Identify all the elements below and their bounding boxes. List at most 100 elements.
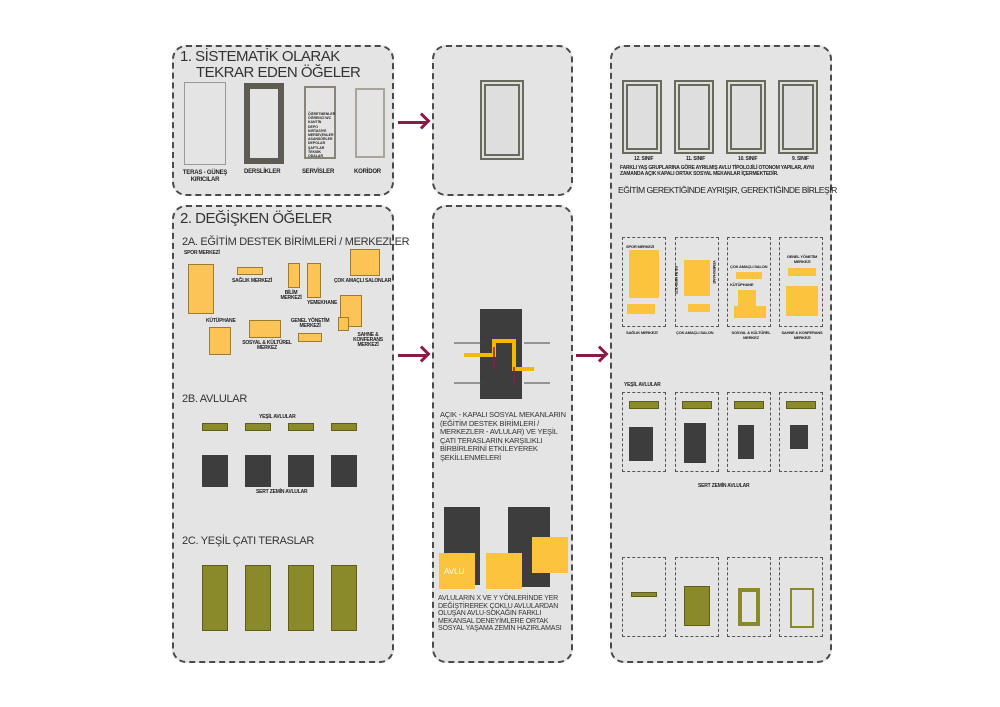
grade-block: [726, 80, 766, 154]
green-roof: [245, 565, 271, 631]
courtyard: [486, 553, 522, 589]
interaction-text: AÇIK - KAPALI SOSYAL MEKANLARIN (EĞİTİM …: [440, 410, 566, 462]
court-block: [779, 392, 823, 472]
hard-court: [288, 455, 314, 487]
panel-variable-elements: 2. DEĞİŞKEN ÖĞELER 2A. EĞİTİM DESTEK BİR…: [172, 205, 410, 663]
unit-label: SPOR MERKEZİ: [184, 250, 220, 256]
block-label: ÇOK AMAÇLI SALON: [676, 330, 714, 335]
panel-composition: 12. SINIF 11. SINIF 10. SINIF 9. SINIF F…: [610, 45, 837, 663]
terrace-shape: [184, 82, 226, 165]
grade-label: 12. SINIF: [634, 156, 654, 162]
green-courts-label: YEŞİL AVLULAR: [624, 382, 661, 388]
unit-dining: [307, 263, 321, 298]
classroom-unit-shape: [480, 80, 524, 160]
hard-court: [245, 455, 271, 487]
grade-block: [622, 80, 662, 154]
unit-label: KÜTÜPHANE: [206, 318, 236, 324]
unit-social: [249, 320, 281, 338]
yellow-mass: [734, 306, 766, 318]
roof-block: [727, 557, 771, 637]
courtyard-avlu: AVLU: [439, 553, 475, 589]
section1-title-1: 1. SİSTEMATİK OLARAK: [180, 48, 340, 65]
unit-label: SAHNE & KONFERANS MERKEZİ: [353, 332, 383, 348]
corridor-shape: [355, 88, 385, 158]
yellow-mass: [688, 304, 710, 312]
grade-label: 10. SINIF: [738, 156, 758, 162]
label-corridor: KORİDOR: [354, 169, 381, 175]
yellow-mass: [629, 250, 659, 298]
unit-label: SAĞLIK MERKEZİ: [232, 278, 272, 284]
unit-label: BİLİM MERKEZİ: [280, 290, 302, 301]
green-courts-label: YEŞİL AVLULAR: [259, 414, 296, 420]
green-court: [331, 423, 357, 431]
hard-court: [202, 455, 228, 487]
block-label: YEMEKHANE: [712, 260, 717, 284]
roof-block: [675, 557, 719, 637]
yellow-mass: [736, 272, 762, 279]
unit-science: [288, 263, 300, 288]
block-3: ÇOK AMAÇLI SALON KÜTÜPHANE: [727, 237, 771, 327]
hard-courts-label: SERT ZEMİN AVLULAR: [256, 489, 308, 495]
yellow-mass: [788, 268, 816, 276]
slogan: EĞİTİM GEREKTİĞİNDE AYRIŞIR, GEREKTİĞİND…: [618, 185, 837, 195]
panel-interaction: AÇIK - KAPALI SOSYAL MEKANLARIN (EĞİTİM …: [432, 205, 573, 663]
grade-block: [778, 80, 818, 154]
block-label: KÜTÜPHANE: [730, 282, 754, 287]
section2-title: 2. DEĞİŞKEN ÖĞELER: [180, 210, 332, 227]
subtitle-2c: 2C. YEŞİL ÇATI TERASLAR: [182, 535, 315, 547]
unit-multipurpose: [350, 249, 380, 276]
unit-label: ÇOK AMAÇLI SALONLAR: [334, 278, 392, 284]
yellow-mass: [738, 290, 756, 306]
unit-library: [209, 327, 231, 355]
green-court: [288, 423, 314, 431]
unit-stage-annex: [338, 317, 349, 331]
label-services: SERVİSLER: [302, 169, 335, 175]
green-court: [245, 423, 271, 431]
avlu-label: AVLU: [444, 567, 465, 576]
unit-health: [237, 267, 263, 275]
block-label: ÇOK AMAÇLI SALON: [730, 264, 768, 269]
block-label: SAHNE & KONFERANS MERKEZİ: [781, 330, 823, 340]
panel-classroom-unit: [432, 45, 573, 196]
court-block: [727, 392, 771, 472]
unit-label: SOSYAL & KÜLTÜREL MERKEZ: [242, 340, 292, 351]
grade-label: 11. SINIF: [686, 156, 706, 162]
unit-label: GENEL YÖNETİM MERKEZİ: [290, 318, 330, 329]
yellow-shift-line: [464, 339, 534, 371]
block-label: SPOR MERKEZİ: [626, 244, 655, 249]
subtitle-2a: 2A. EĞİTİM DESTEK BİRİMLERİ / MERKEZLER: [182, 236, 410, 248]
block-1: SPOR MERKEZİ: [622, 237, 666, 327]
note-text: FARKLI YAŞ GRUPLARINA GÖRE AYRILMIŞ AVLU…: [620, 165, 814, 177]
roof-block: [622, 557, 666, 637]
green-roof: [202, 565, 228, 631]
yellow-mass: [627, 304, 655, 314]
classroom-shape: [244, 83, 284, 164]
section1-title-2: TEKRAR EDEN ÖĞELER: [196, 64, 361, 81]
hard-courts-label: SERT ZEMİN AVLULAR: [698, 483, 750, 489]
arrow-right-icon: [576, 354, 604, 357]
block-label: BİLİM MERKEZİ: [674, 266, 679, 294]
green-roof: [288, 565, 314, 631]
avlu-street-text: AVLULARIN X VE Y YÖNLERİNDE YER DEĞİŞTİR…: [438, 595, 562, 632]
grade-block: [674, 80, 714, 154]
arrow-right-icon: [398, 354, 426, 357]
unit-management: [298, 333, 322, 342]
arrow-right-icon: [398, 121, 426, 124]
block-2: BİLİM MERKEZİ YEMEKHANE: [674, 237, 719, 327]
label-terrace: TERAS - GÜNEŞ KIRICILAR: [182, 170, 228, 183]
subtitle-2b: 2B. AVLULAR: [182, 393, 247, 405]
roof-block: [779, 557, 823, 637]
panel-repeating-elements: 1. SİSTEMATİK OLARAK TEKRAR EDEN ÖĞELER …: [172, 45, 394, 196]
green-court: [202, 423, 228, 431]
court-block: [622, 392, 666, 472]
court-block: [675, 392, 719, 472]
courtyard: [532, 537, 568, 573]
block-label: GENEL YÖNETİM MERKEZİ: [786, 254, 818, 264]
hard-court: [331, 455, 357, 487]
block-label: SAĞLIK MERKEZİ: [626, 330, 658, 335]
label-classrooms: DERSLİKLER: [244, 169, 281, 175]
courtyard-shift-diagram: [454, 339, 550, 385]
